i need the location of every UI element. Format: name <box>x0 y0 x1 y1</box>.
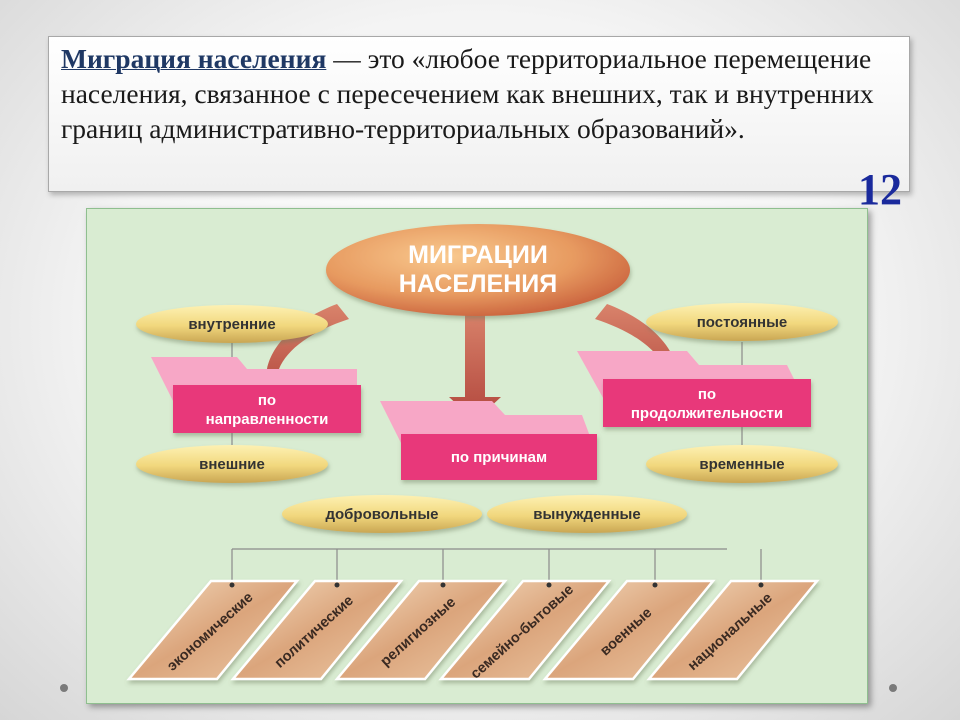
pill-voluntary-label: добровольные <box>325 506 438 523</box>
migration-diagram-svg: МИГРАЦИИ НАСЕЛЕНИЯ по направленности по … <box>126 224 838 682</box>
folder-duration-line2: продолжительности <box>631 405 783 422</box>
diagram-title-line2: НАСЕЛЕНИЯ <box>399 270 557 298</box>
pill-temporary-label: временные <box>699 456 784 473</box>
pill-permanent-label: постоянные <box>697 314 788 331</box>
pill-external-label: внешние <box>199 456 265 473</box>
arrow-center <box>449 309 501 421</box>
title-ellipse <box>326 224 630 316</box>
folder-duration: по продолжительности <box>577 351 811 427</box>
pill-forced: вынужденные <box>487 495 687 533</box>
folder-direction: по направленности <box>151 357 361 433</box>
reason-board-4: военные <box>542 579 716 681</box>
folder-duration-line1: по <box>698 386 716 403</box>
pill-forced-label: вынужденные <box>533 506 640 523</box>
pill-external: внешние <box>136 445 328 483</box>
definition-box: Миграция населения — это «любое территор… <box>48 36 910 192</box>
definition-text: — это «любое территориальное перемещение… <box>61 43 874 144</box>
pill-internal: внутренние <box>136 305 328 343</box>
folder-direction-line2: направленности <box>206 411 329 428</box>
pill-internal-label: внутренние <box>188 316 275 333</box>
reason-boards: экономические политические религиозные с… <box>126 579 820 682</box>
nav-dot-left <box>60 684 68 692</box>
reason-board-5: национальные <box>646 579 820 681</box>
folder-direction-line1: по <box>258 392 276 409</box>
pill-temporary: временные <box>646 445 838 483</box>
pill-voluntary: добровольные <box>282 495 482 533</box>
pill-permanent: постоянные <box>646 303 838 341</box>
nav-dot-right <box>889 684 897 692</box>
folder-reasons-label: по причинам <box>451 449 547 466</box>
definition-term: Миграция населения <box>61 43 327 74</box>
slide-number: 12 <box>858 165 902 214</box>
diagram-title-line1: МИГРАЦИИ <box>408 241 548 269</box>
migration-diagram: МИГРАЦИИ НАСЕЛЕНИЯ по направленности по … <box>86 208 868 704</box>
folder-reasons: по причинам <box>380 401 597 480</box>
